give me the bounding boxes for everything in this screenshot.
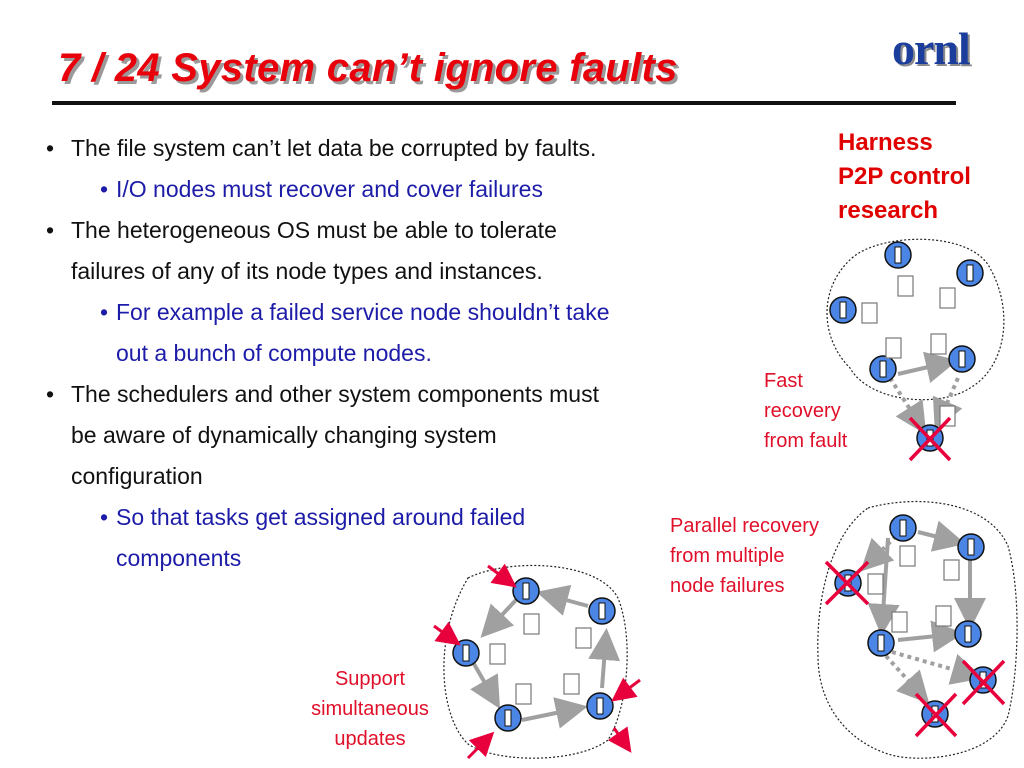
fast-recovery-line: recovery: [764, 400, 841, 422]
harness-line: Harness: [838, 129, 933, 156]
bullet-line: I/O nodes must recover and cover failure…: [116, 176, 543, 202]
diagram-simultaneous-updates: [433, 563, 641, 760]
support-updates-label: Support simultaneous updates: [292, 664, 448, 754]
network-cloud-outline: [826, 238, 1005, 401]
node-icon: [588, 597, 616, 625]
node-icon: [586, 692, 614, 720]
node-icon: [829, 296, 857, 324]
harness-label: Harness P2P control research: [838, 126, 971, 228]
bullet-line: So that tasks get assigned around failed: [116, 504, 526, 530]
update-path-arrow: [536, 584, 589, 616]
node-icon: [954, 620, 982, 648]
recovery-arrow: [860, 534, 898, 572]
node-icon: [884, 241, 912, 269]
failure-x-icon: [961, 659, 1006, 706]
slide-title: 7 / 24 System can’t ignore faults: [58, 46, 678, 90]
bullet-level2: • So that tasks get assigned around fail…: [46, 497, 746, 579]
bullet-level1: The schedulers and other system componen…: [46, 374, 746, 497]
bullet-level1: The heterogeneous OS must be able to tol…: [46, 210, 746, 292]
failure-x-icon: [824, 560, 870, 606]
node-icon: [957, 533, 985, 561]
bullet-level2: • I/O nodes must recover and cover failu…: [46, 169, 746, 210]
document-icon: [489, 613, 592, 705]
update-path-arrow: [480, 598, 518, 638]
recovery-arrow: [917, 520, 966, 552]
recovery-arrow: [867, 537, 900, 636]
node-icon: [494, 704, 522, 732]
bullet-line: out a bunch of compute nodes.: [116, 340, 432, 366]
support-updates-line: updates: [334, 728, 406, 750]
bullet-level2: • For example a failed service node shou…: [46, 292, 746, 374]
recovery-arrow: [897, 620, 964, 653]
bullet-line: configuration: [71, 463, 203, 489]
update-path-arrow: [588, 628, 621, 689]
bullet-level1: The file system can’t let data be corrup…: [46, 128, 746, 169]
document-icon: [861, 275, 956, 427]
parallel-recovery-line: node failures: [670, 575, 785, 597]
diagram-fast-recovery: [826, 238, 1005, 462]
parallel-recovery-label: Parallel recovery from multiple node fai…: [670, 511, 819, 601]
diagram-parallel-recovery: [817, 500, 1018, 759]
update-path-arrow: [521, 697, 588, 729]
failure-x-icon: [914, 692, 958, 738]
update-arrow-icon: [433, 563, 641, 760]
bullet-dot: •: [100, 504, 109, 530]
recovery-arrow: [884, 654, 930, 704]
recovery-arrow: [897, 351, 958, 383]
support-updates-line: simultaneous: [311, 698, 429, 720]
node-icon: [869, 355, 897, 383]
bullet-dot: •: [100, 176, 109, 202]
parallel-recovery-line: from multiple: [670, 545, 785, 567]
node-icon: [956, 259, 984, 287]
title-underline: [52, 101, 956, 105]
bullet-line: The file system can’t let data be corrup…: [71, 135, 597, 161]
bullet-line: be aware of dynamically changing system: [71, 422, 497, 448]
bullet-line: For example a failed service node should…: [116, 299, 610, 325]
recovery-arrow: [888, 376, 927, 435]
bullet-line: The heterogeneous OS must be able to tol…: [71, 217, 557, 243]
harness-line: research: [838, 197, 939, 224]
network-cloud-outline: [443, 564, 628, 759]
harness-line: P2P control: [838, 163, 971, 190]
node-icon: [948, 345, 976, 373]
parallel-recovery-line: Parallel recovery: [670, 515, 819, 537]
node-icon: [867, 629, 895, 657]
bullet-line: components: [116, 545, 242, 571]
update-path-arrow: [470, 662, 501, 709]
network-cloud-outline: [817, 500, 1018, 759]
recovery-arrow: [891, 650, 984, 685]
fast-recovery-line: from fault: [764, 430, 848, 452]
bullet-line: The schedulers and other system componen…: [71, 381, 599, 407]
document-icon: [867, 545, 960, 633]
node-icon: [452, 639, 480, 667]
support-updates-line: Support: [334, 668, 406, 690]
fast-recovery-label: Fast recovery from fault: [764, 366, 847, 456]
fast-recovery-line: Fast: [764, 370, 803, 392]
bullet-dot: •: [100, 299, 109, 325]
node-icon: [889, 514, 917, 542]
failure-x-icon: [908, 416, 952, 462]
bullet-list: The file system can’t let data be corrup…: [46, 128, 746, 579]
ornl-logo: ornl: [892, 23, 971, 74]
bullet-line: failures of any of its node types and in…: [71, 258, 543, 284]
node-icon: [512, 577, 540, 605]
